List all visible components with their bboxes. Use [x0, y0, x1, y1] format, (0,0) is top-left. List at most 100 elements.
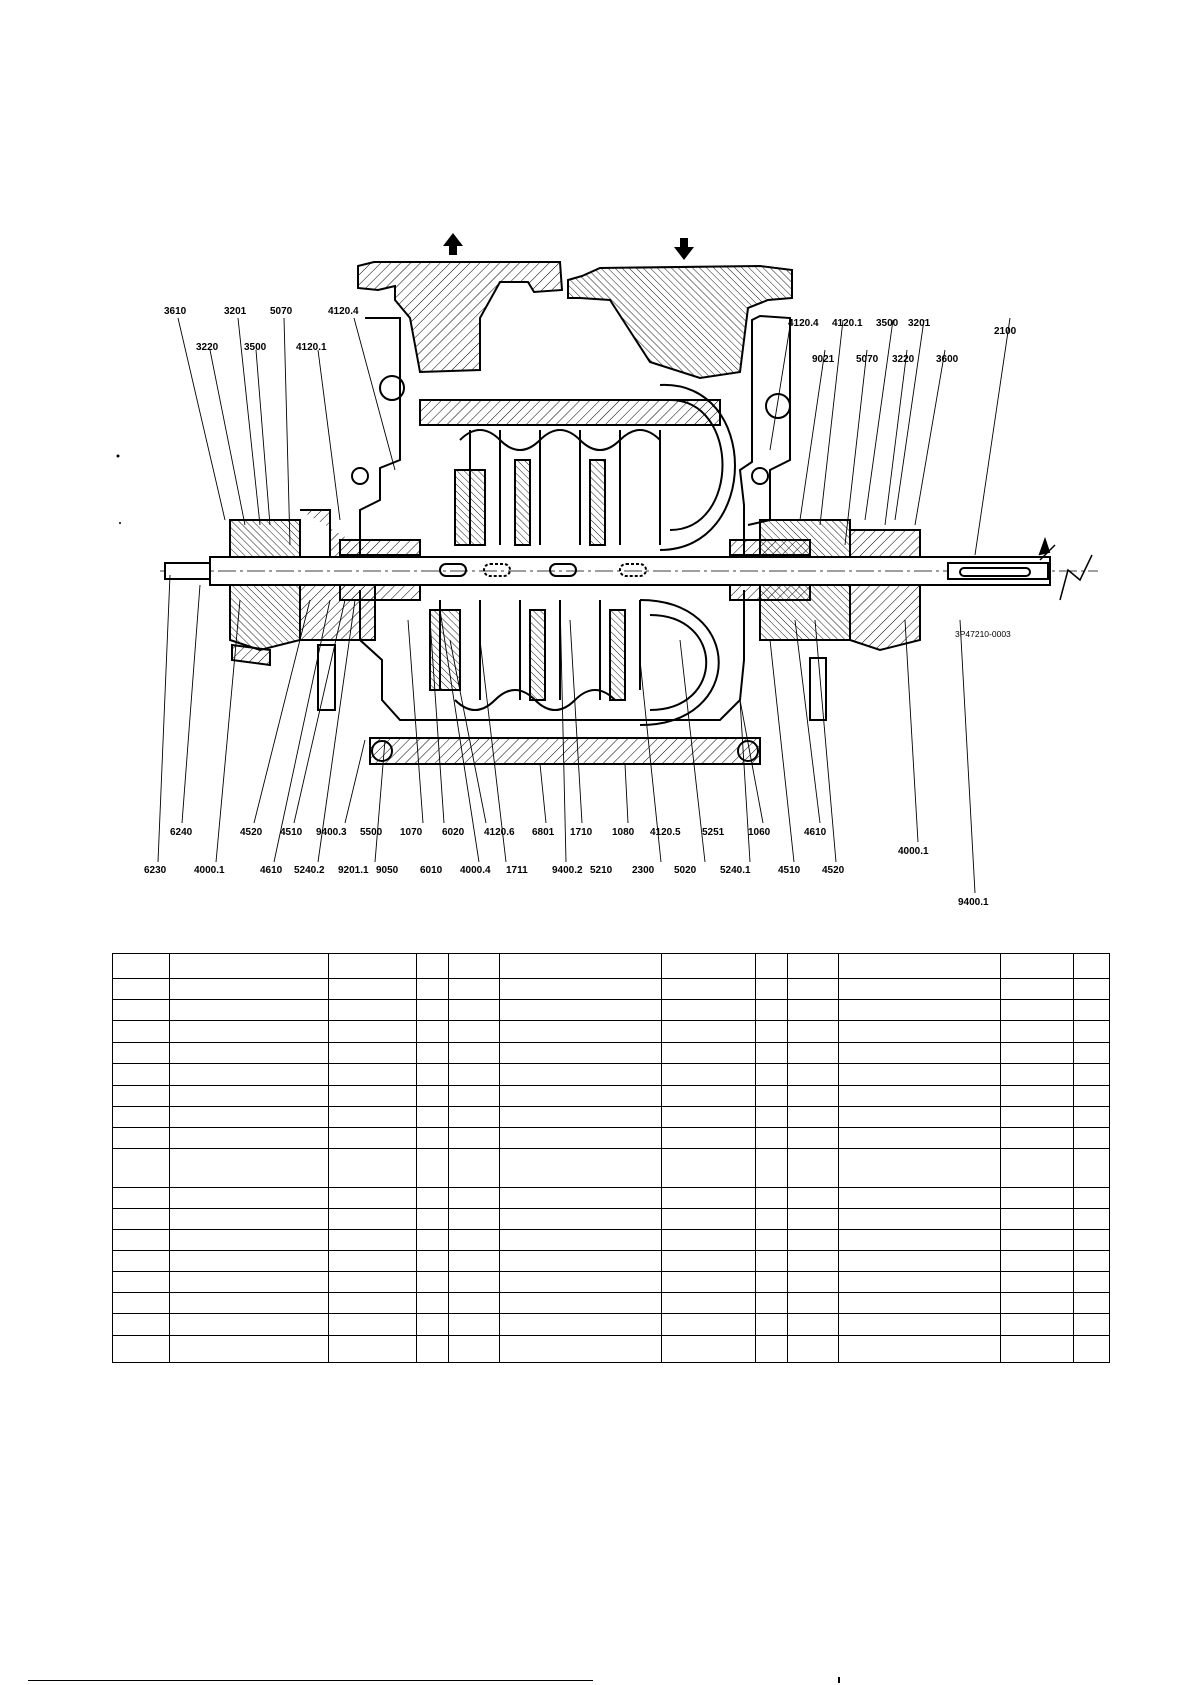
- label-1070: 1070: [400, 827, 423, 838]
- table-row: [111, 978, 1111, 1001]
- table-cell: [111, 1041, 171, 1064]
- label-3500-right: 3500: [876, 318, 899, 329]
- table-row: [111, 1334, 1111, 1364]
- table-cell: [415, 1147, 449, 1188]
- table-cell: [660, 1229, 756, 1252]
- table-cell: [447, 1041, 501, 1064]
- table-cell: [786, 1271, 840, 1294]
- table-cell: [111, 1229, 171, 1252]
- table-cell: [169, 1271, 329, 1294]
- table-cell: [447, 1334, 501, 1364]
- table-cell: [786, 1147, 840, 1188]
- table-cell: [660, 952, 756, 980]
- table-cell: [327, 978, 417, 1001]
- table-cell: [169, 978, 329, 1001]
- table-cell: [327, 1105, 417, 1128]
- table-cell: [999, 1062, 1074, 1086]
- table-cell: [447, 1229, 501, 1252]
- table-cell: [999, 1250, 1074, 1273]
- table-row: [111, 1062, 1111, 1086]
- table-cell: [786, 1084, 840, 1107]
- table-cell: [1072, 1062, 1111, 1086]
- table-cell: [1072, 1334, 1111, 1364]
- table-cell: [415, 1126, 449, 1149]
- table-cell: [327, 1041, 417, 1064]
- table-cell: [499, 1313, 662, 1336]
- table-cell: [327, 1186, 417, 1210]
- table-row: [111, 1271, 1111, 1294]
- label-4120-1-right: 4120.1: [832, 318, 863, 329]
- table-cell: [660, 1334, 756, 1364]
- table-cell: [838, 1020, 1001, 1043]
- table-cell: [1072, 1126, 1111, 1149]
- table-cell: [838, 1313, 1001, 1336]
- label-9021: 9021: [812, 354, 835, 365]
- table-cell: [447, 1020, 501, 1043]
- table-cell: [786, 1334, 840, 1364]
- label-4520: 4520: [240, 827, 263, 838]
- table-cell: [499, 1208, 662, 1231]
- table-cell: [499, 1126, 662, 1149]
- table-cell: [838, 1208, 1001, 1231]
- table-cell: [499, 1105, 662, 1128]
- table-cell: [111, 1208, 171, 1231]
- table-cell: [499, 1020, 662, 1043]
- table-cell: [169, 1250, 329, 1273]
- table-cell: [786, 1020, 840, 1043]
- table-cell: [838, 1186, 1001, 1210]
- table-cell: [754, 1105, 788, 1128]
- label-6230: 6230: [144, 865, 167, 876]
- table-cell: [660, 1041, 756, 1064]
- table-cell: [415, 1313, 449, 1336]
- label-4120-6: 4120.6: [484, 827, 515, 838]
- table-cell: [1072, 1229, 1111, 1252]
- table-cell: [660, 1147, 756, 1188]
- table-cell: [327, 1020, 417, 1043]
- table-row: [111, 1147, 1111, 1188]
- table-cell: [169, 1126, 329, 1149]
- table-cell: [447, 1292, 501, 1315]
- label-1060: 1060: [748, 827, 771, 838]
- table-cell: [111, 1313, 171, 1336]
- table-cell: [786, 1229, 840, 1252]
- table-cell: [327, 999, 417, 1022]
- table-cell: [169, 1147, 329, 1188]
- table-cell: [447, 1147, 501, 1188]
- table-cell: [447, 978, 501, 1001]
- table-cell: [838, 1250, 1001, 1273]
- label-5070-right: 5070: [856, 354, 879, 365]
- label-4120-4: 4120.4: [328, 306, 359, 317]
- table-cell: [499, 1147, 662, 1188]
- table-cell: [786, 978, 840, 1001]
- table-cell: [660, 1292, 756, 1315]
- table-cell: [327, 1084, 417, 1107]
- table-cell: [499, 1292, 662, 1315]
- table-cell: [999, 1020, 1074, 1043]
- table-cell: [169, 1020, 329, 1043]
- table-cell: [838, 1229, 1001, 1252]
- table-cell: [169, 1105, 329, 1128]
- table-cell: [999, 1084, 1074, 1107]
- table-cell: [838, 1147, 1001, 1188]
- table-cell: [499, 1334, 662, 1364]
- table-cell: [660, 1126, 756, 1149]
- table-cell: [415, 1084, 449, 1107]
- table-cell: [999, 1292, 1074, 1315]
- table-cell: [754, 978, 788, 1001]
- table-cell: [838, 1041, 1001, 1064]
- label-4510: 4510: [280, 827, 303, 838]
- table-cell: [838, 978, 1001, 1001]
- label-1080: 1080: [612, 827, 635, 838]
- table-cell: [499, 1250, 662, 1273]
- table-cell: [754, 1126, 788, 1149]
- drawing-number: 3P47210-0003: [955, 629, 1011, 639]
- table-cell: [499, 1084, 662, 1107]
- table-cell: [327, 1062, 417, 1086]
- table-cell: [1072, 1041, 1111, 1064]
- table-cell: [447, 1313, 501, 1336]
- table-cell: [999, 999, 1074, 1022]
- pump-sectional-drawing: 3610 3220 3201 3500 5070 4120.1 4120.4 4…: [116, 233, 1098, 908]
- label-4510-right: 4510: [778, 865, 801, 876]
- callout-labels: 3610 3220 3201 3500 5070 4120.1 4120.4 4…: [144, 306, 1017, 908]
- table-cell: [999, 1126, 1074, 1149]
